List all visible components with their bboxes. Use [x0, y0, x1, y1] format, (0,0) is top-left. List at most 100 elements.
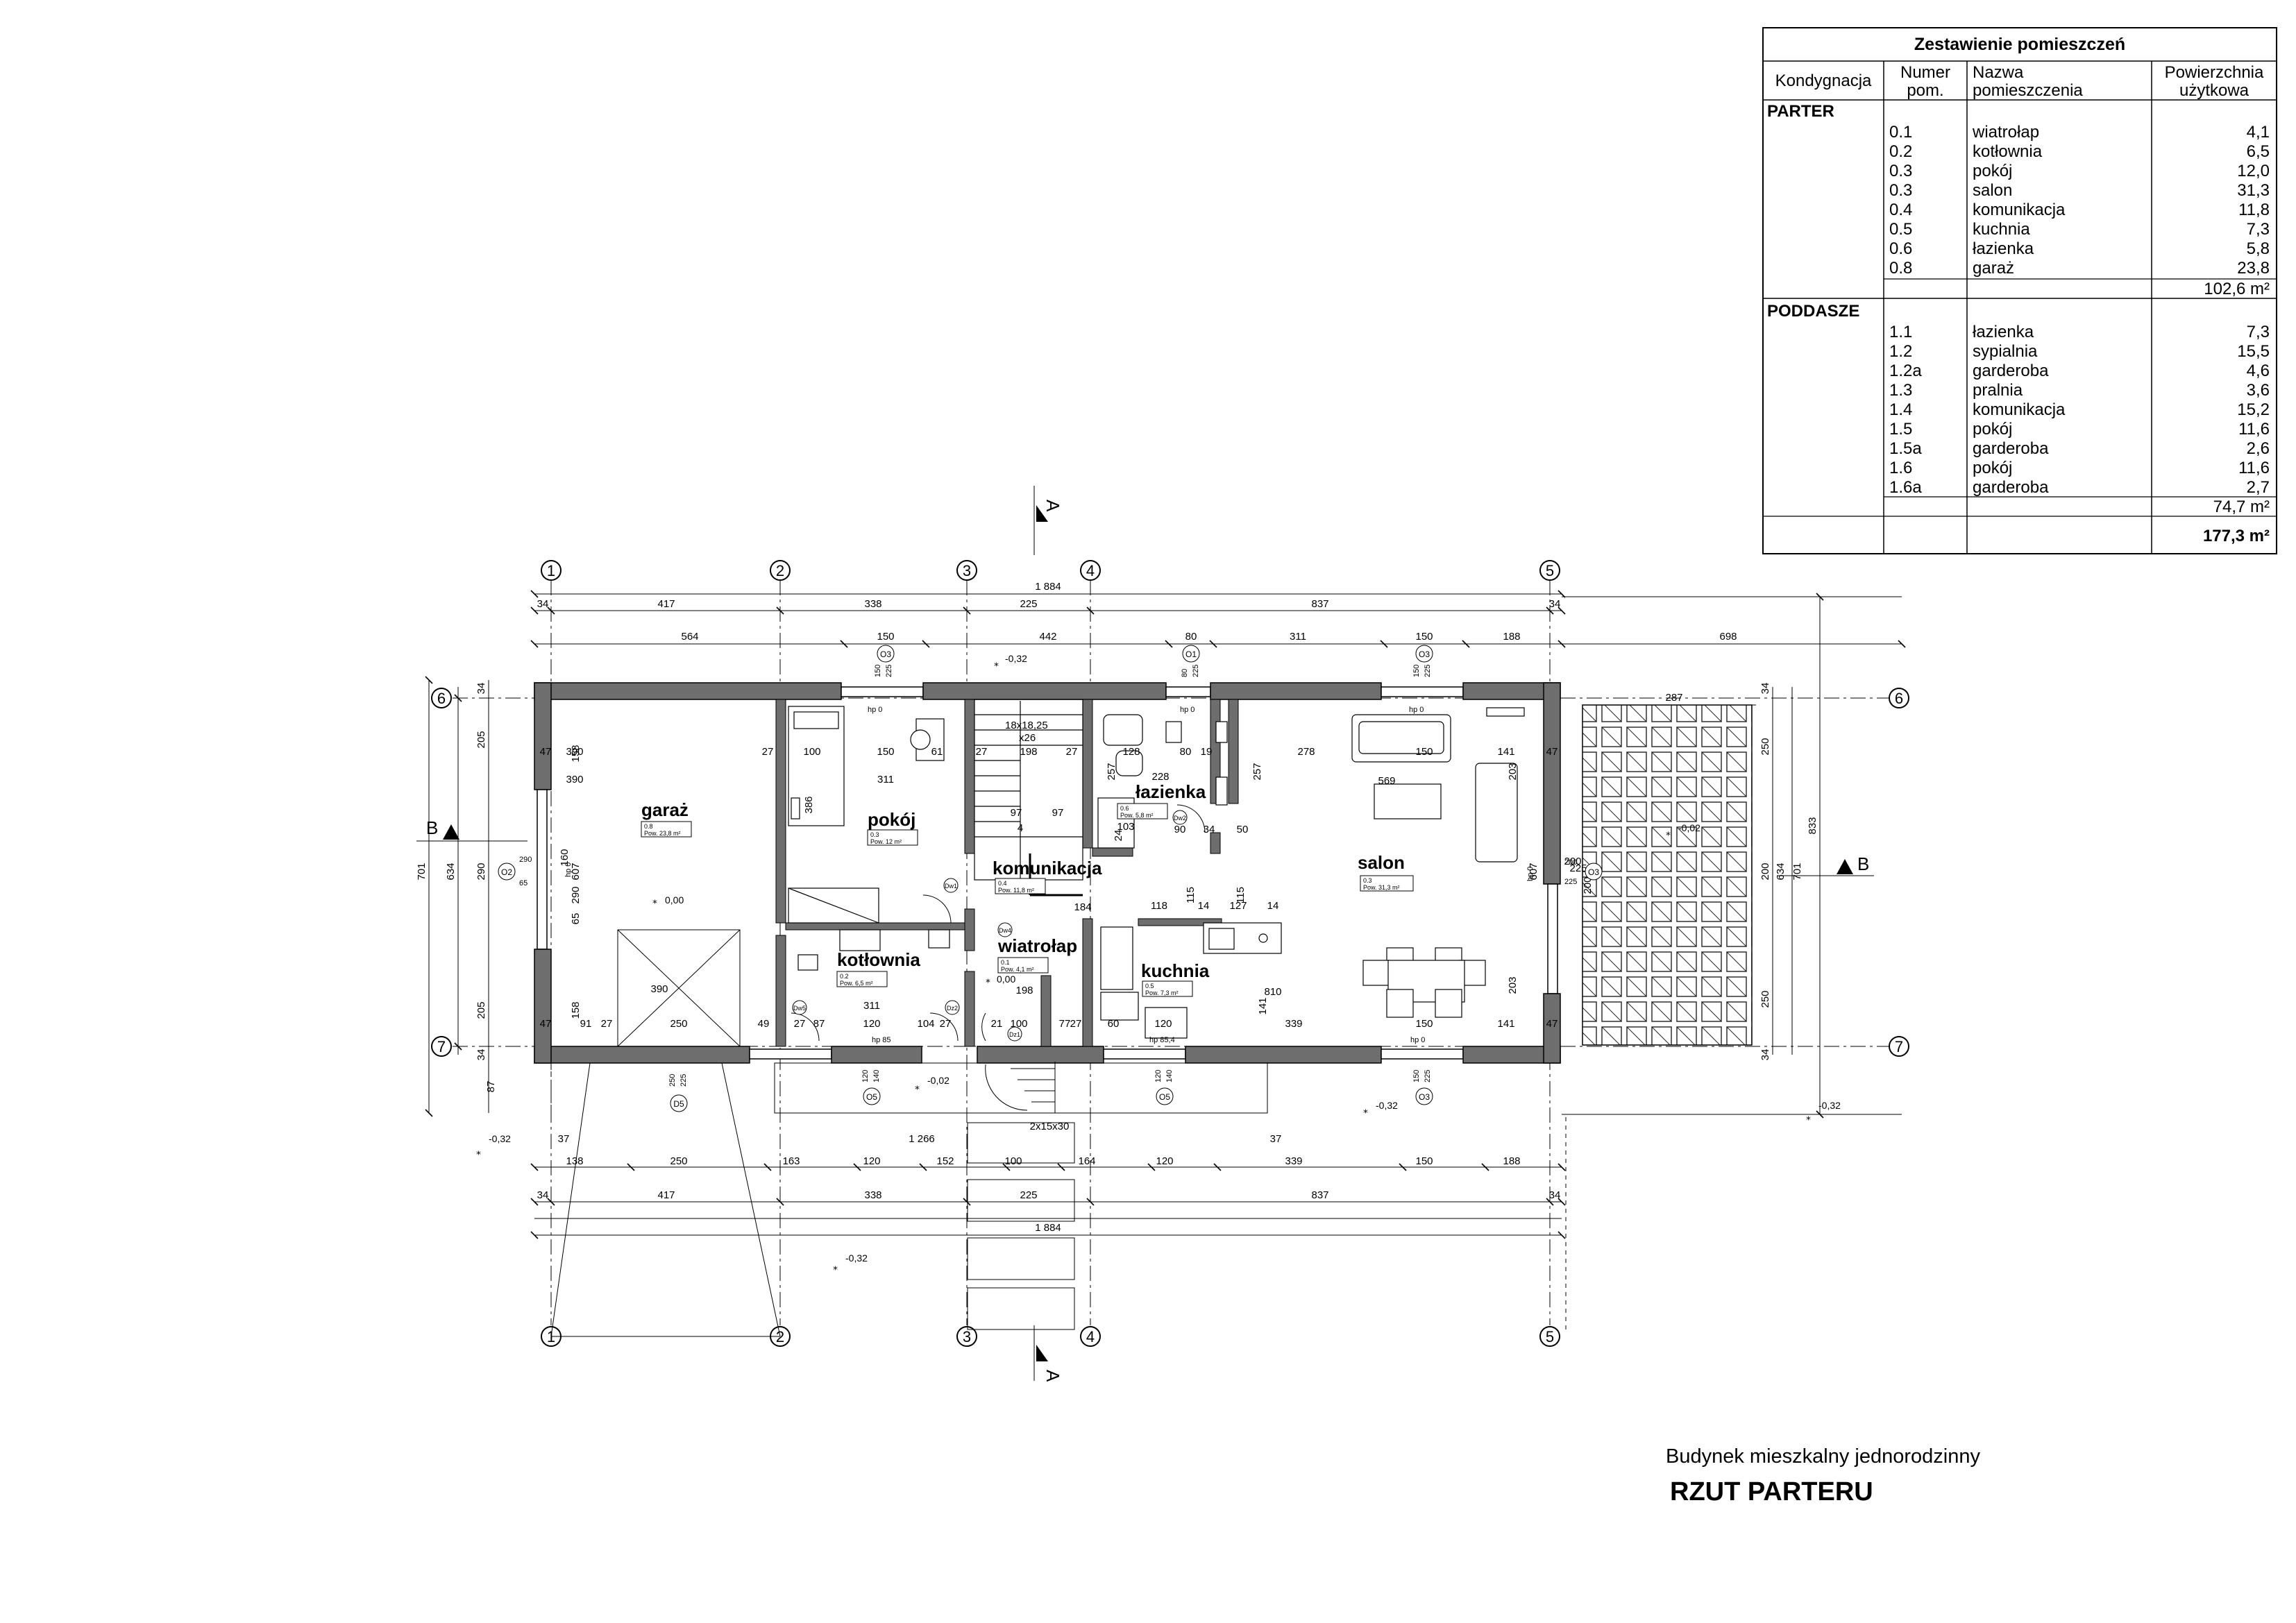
svg-text:164: 164	[1078, 1155, 1095, 1167]
svg-text:Pow. 7,3 m²: Pow. 7,3 m²	[1145, 989, 1179, 996]
poddasze-total: 74,7 m²	[2213, 498, 2270, 516]
svg-text:garaż: garaż	[641, 799, 689, 820]
interior-dimension: 14	[1267, 900, 1279, 912]
table-cell-number: 1.4	[1889, 400, 1912, 419]
interior-dimension: 27	[1070, 1018, 1082, 1030]
side-dimension-texts: 701 634 34 205 290 205 34 87 833 701 634…	[416, 683, 1818, 1093]
table-cell-number: 1.5a	[1889, 439, 1922, 458]
svg-text:⁎: ⁎	[986, 974, 990, 985]
svg-text:701: 701	[416, 863, 428, 880]
interior-dimension: 24	[1113, 830, 1124, 842]
svg-text:80: 80	[1185, 631, 1197, 643]
table-cell-name: garaż	[1973, 259, 2014, 278]
drawing-caption: Budynek mieszkalny jednorodzinny RZUT PA…	[1666, 1445, 1980, 1506]
interior-dimension: 198	[1020, 746, 1037, 758]
interior-dimension: 80	[1180, 746, 1192, 758]
table-cell-name: pralnia	[1973, 381, 2023, 400]
interior-dimension: 19	[1201, 746, 1213, 758]
svg-text:150: 150	[1415, 631, 1433, 643]
section-marker-b-left: B	[416, 817, 527, 842]
site-outlines	[550, 1062, 1567, 1337]
col-header-nazwa-2: pomieszczenia	[1973, 81, 2083, 100]
svg-text:120: 120	[861, 1070, 870, 1082]
col-header-numer-2: pom.	[1907, 81, 1943, 100]
interior-dimension: 200	[1582, 876, 1594, 894]
svg-text:37: 37	[558, 1133, 570, 1145]
table-cell-name: garderoba	[1973, 439, 2049, 458]
interior-dimension: 4	[1018, 822, 1023, 834]
kitchen-island	[1203, 922, 1282, 954]
svg-text:250: 250	[1759, 738, 1771, 755]
interior-dimension: 103	[1117, 821, 1134, 833]
svg-text:Dz1: Dz1	[1009, 1031, 1020, 1038]
interior-dimension: 47	[540, 746, 552, 758]
svg-text:0.4: 0.4	[998, 880, 1007, 887]
svg-text:hp 0: hp 0	[1410, 1036, 1425, 1044]
svg-text:wiatrołap: wiatrołap	[997, 935, 1077, 956]
table-cell-name: łazienka	[1973, 323, 2034, 341]
interior-dimension: 90	[1174, 824, 1186, 835]
svg-text:338: 338	[864, 1189, 881, 1201]
svg-text:34: 34	[475, 1049, 487, 1061]
interior-dimension: 61	[931, 746, 943, 758]
svg-text:⁎: ⁎	[476, 1146, 481, 1157]
level-markers: ⁎0,00 ⁎0,00 ⁎-0,32 ⁎-0,02 ⁎-0,02 ⁎-0,32 …	[476, 653, 1841, 1272]
interior-dimension: 386	[803, 796, 815, 813]
svg-text:634: 634	[1775, 863, 1787, 880]
level-garage: ⁎ 0,00	[652, 894, 684, 906]
svg-text:⁎: ⁎	[833, 1261, 838, 1272]
opening-o3-right: O3 200 225	[1564, 858, 1603, 886]
svg-text:⁎: ⁎	[994, 657, 999, 668]
svg-text:200: 200	[1564, 858, 1577, 867]
svg-text:205: 205	[475, 731, 487, 748]
svg-text:Pow. 12 m²: Pow. 12 m²	[870, 838, 902, 845]
table-cell-number: 0.1	[1889, 123, 1912, 142]
axis-bubble-4-top: 4	[1080, 560, 1101, 581]
svg-text:hp 0: hp 0	[1526, 867, 1535, 881]
svg-text:1 266: 1 266	[909, 1133, 935, 1145]
table-cell-area: 6,5	[2247, 142, 2270, 161]
top-dimension-texts: 1 884 34 417 338 225 837 34 564 150 442 …	[537, 581, 1737, 643]
svg-text:150: 150	[1412, 665, 1421, 677]
axis-bubble-6-left: 6	[431, 688, 452, 708]
svg-text:140: 140	[1165, 1070, 1174, 1082]
boiler-room-fixtures	[797, 929, 950, 971]
room-lazienka: łazienka 0.6 Pow. 5,8 m²	[1117, 781, 1206, 819]
interior-dimension: 203	[1507, 763, 1519, 780]
table-cell-name: wiatrołap	[1972, 123, 2039, 142]
svg-text:65: 65	[519, 879, 527, 887]
svg-text:225: 225	[1564, 878, 1577, 886]
svg-text:Dz2: Dz2	[947, 1005, 958, 1012]
svg-text:338: 338	[864, 598, 881, 610]
table-cell-number: 1.2a	[1889, 362, 1922, 380]
svg-text:O1: O1	[1185, 649, 1197, 659]
svg-text:0.3: 0.3	[1363, 877, 1372, 884]
svg-text:⁎: ⁎	[652, 894, 657, 906]
svg-text:34: 34	[1549, 1189, 1561, 1201]
axis-bubble-4-bottom: 4	[1080, 1326, 1101, 1347]
svg-text:0,00: 0,00	[665, 894, 684, 906]
table-cell-name: komunikacja	[1973, 201, 2066, 219]
dimension-ticks	[425, 590, 1906, 1239]
interior-dimension: 50	[1237, 824, 1249, 835]
svg-text:37: 37	[1270, 1133, 1282, 1145]
opening-o3-salon: O3 150 225	[1412, 645, 1433, 677]
interior-dimension: 390	[566, 746, 583, 758]
table-cell-area: 2,7	[2247, 478, 2270, 497]
col-header-nazwa: Nazwa	[1973, 63, 2024, 82]
svg-text:200: 200	[1759, 863, 1771, 880]
interior-dimension: 250	[670, 1018, 687, 1030]
room-wiatrolap: wiatrołap 0.1 Pow. 4,1 m²	[997, 935, 1077, 974]
svg-text:B: B	[1857, 853, 1869, 874]
svg-text:Pow. 23,8 m²: Pow. 23,8 m²	[644, 830, 681, 837]
svg-text:pokój: pokój	[868, 809, 915, 830]
col-header-kondygnacja: Kondygnacja	[1775, 71, 1872, 90]
svg-text:417: 417	[657, 598, 675, 610]
axis-bubble-1-top: 1	[541, 560, 562, 581]
table-cell-number: 0.2	[1889, 142, 1912, 161]
